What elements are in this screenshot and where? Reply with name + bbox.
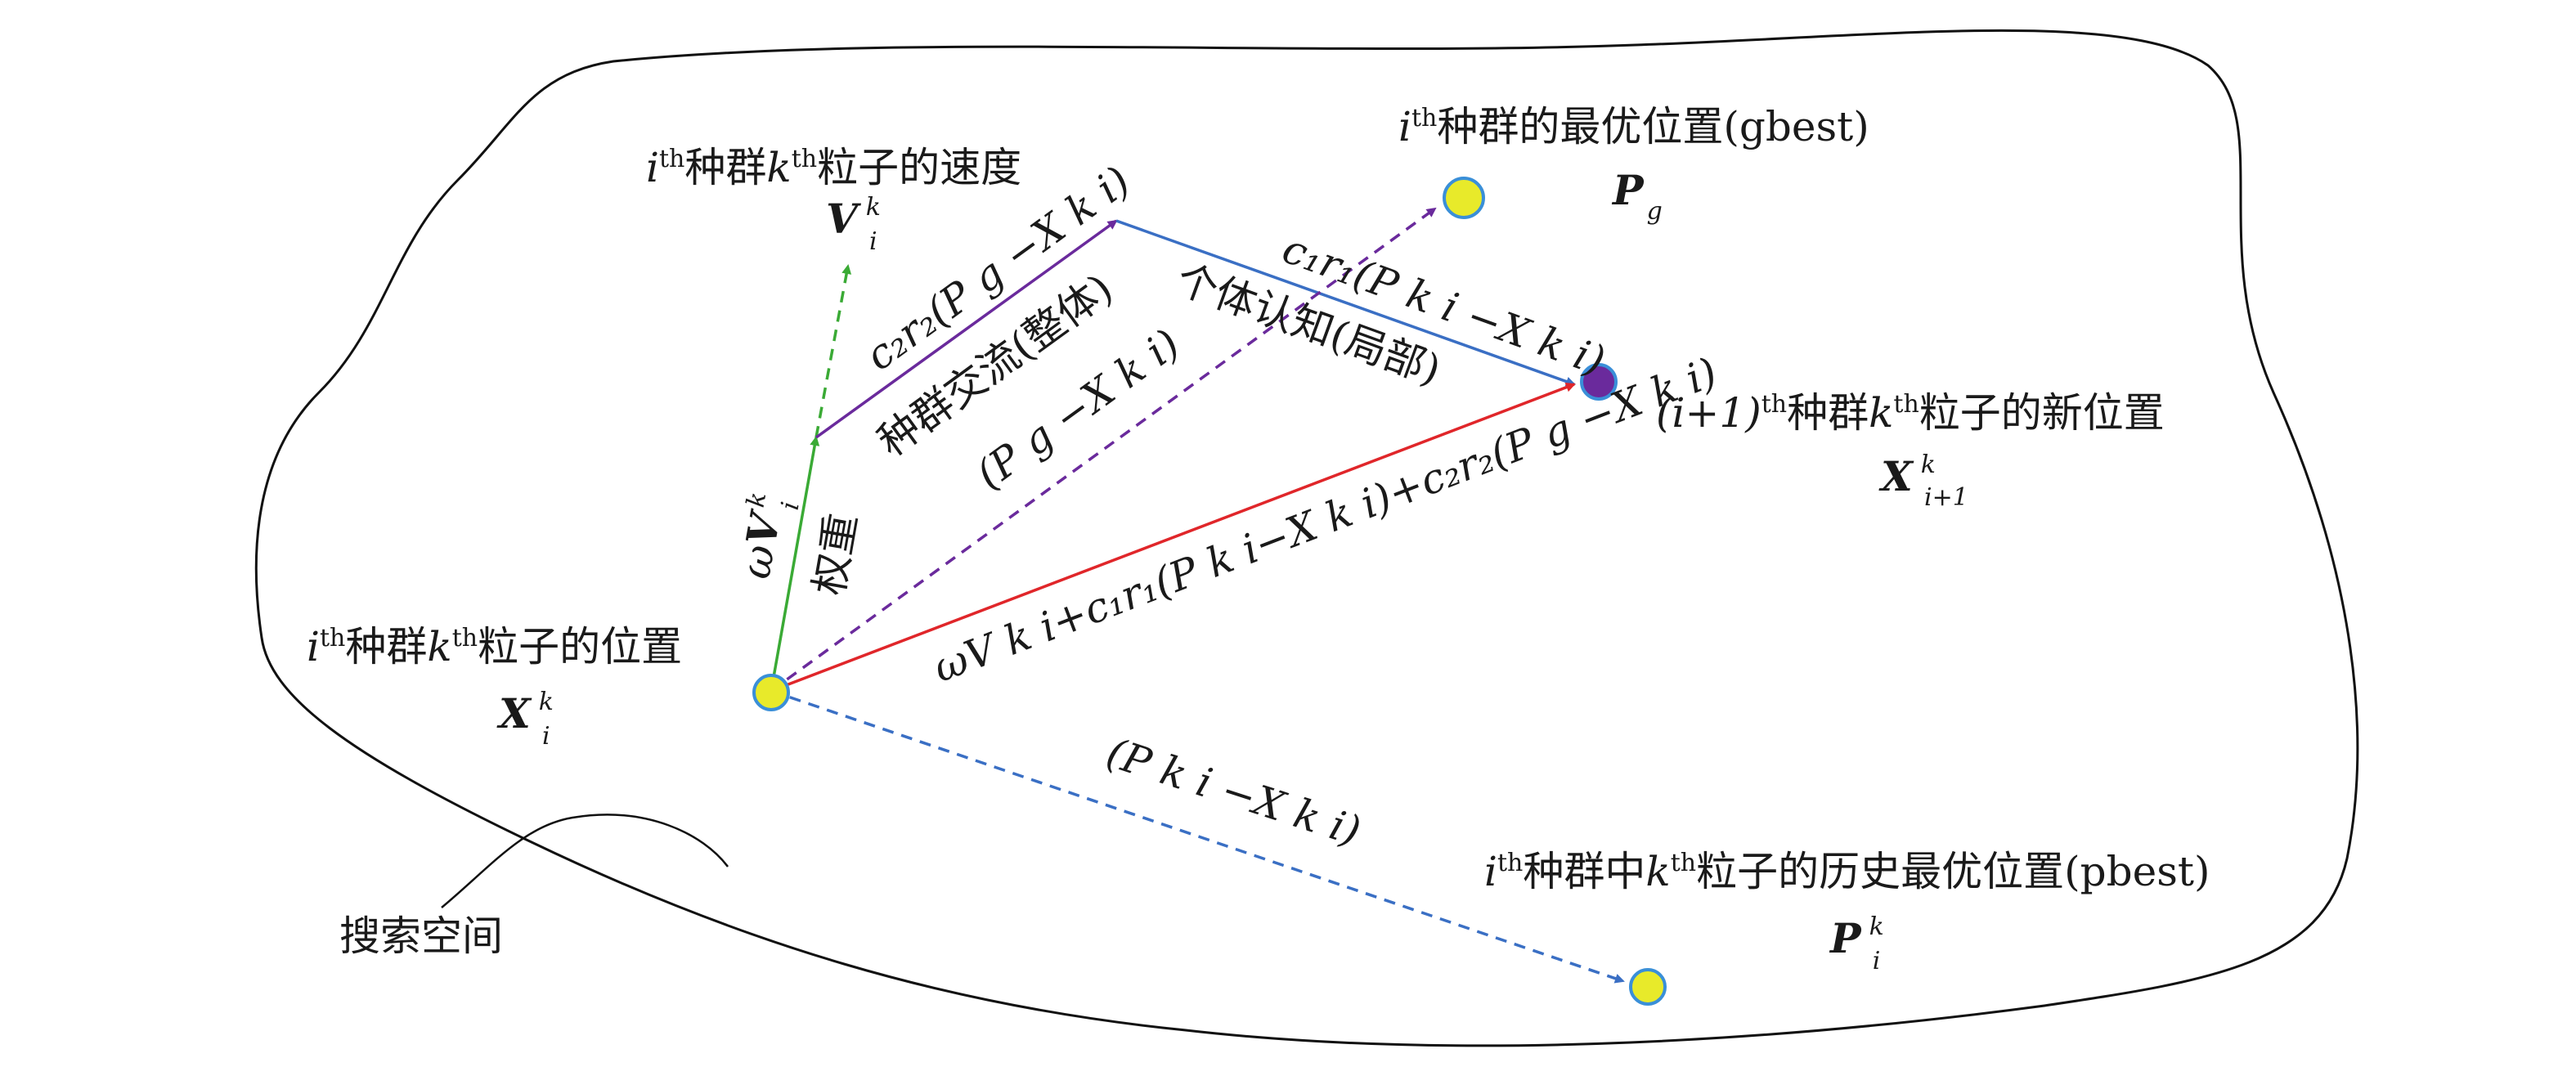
pbest-particle	[1629, 968, 1667, 1006]
pi-minus-x-term: (P k i −X k i)	[1101, 729, 1366, 855]
search-space-boundary	[254, 29, 2359, 1047]
velocity-arrow-dashed	[815, 264, 852, 438]
pi-minus-x-arrow	[770, 689, 1625, 984]
new-position-label: (i+1)th种群kth粒子的新位置	[1656, 389, 2165, 437]
weight-label: 权重	[806, 510, 866, 599]
search-space-pointer	[441, 814, 729, 908]
pbest-label: ith种群中kth粒子的历史最优位置(pbest)	[1484, 848, 2210, 895]
weight-velocity-arrow	[770, 436, 820, 692]
combined-term: ωV k i+c₁r₁(P k i−X k i)+c₂r₂(P g −X k i…	[927, 348, 1724, 692]
social-arrow	[815, 219, 1118, 439]
current-position-label: ith种群kth粒子的位置	[307, 623, 682, 670]
gbest-label: ith种群的最优位置(gbest)	[1398, 103, 1869, 150]
cognitive-term: c₁r₁(P k i −X k i)	[1277, 225, 1611, 385]
search-space-label: 搜索空间	[339, 912, 503, 960]
current-position-particle	[752, 674, 790, 711]
combined-arrow	[770, 382, 1576, 693]
gbest-particle	[1443, 177, 1485, 219]
cognitive-arrow	[1115, 219, 1576, 387]
new-position-particle	[1580, 363, 1618, 401]
velocity-label: ith种群kth粒子的速度	[646, 144, 1021, 191]
